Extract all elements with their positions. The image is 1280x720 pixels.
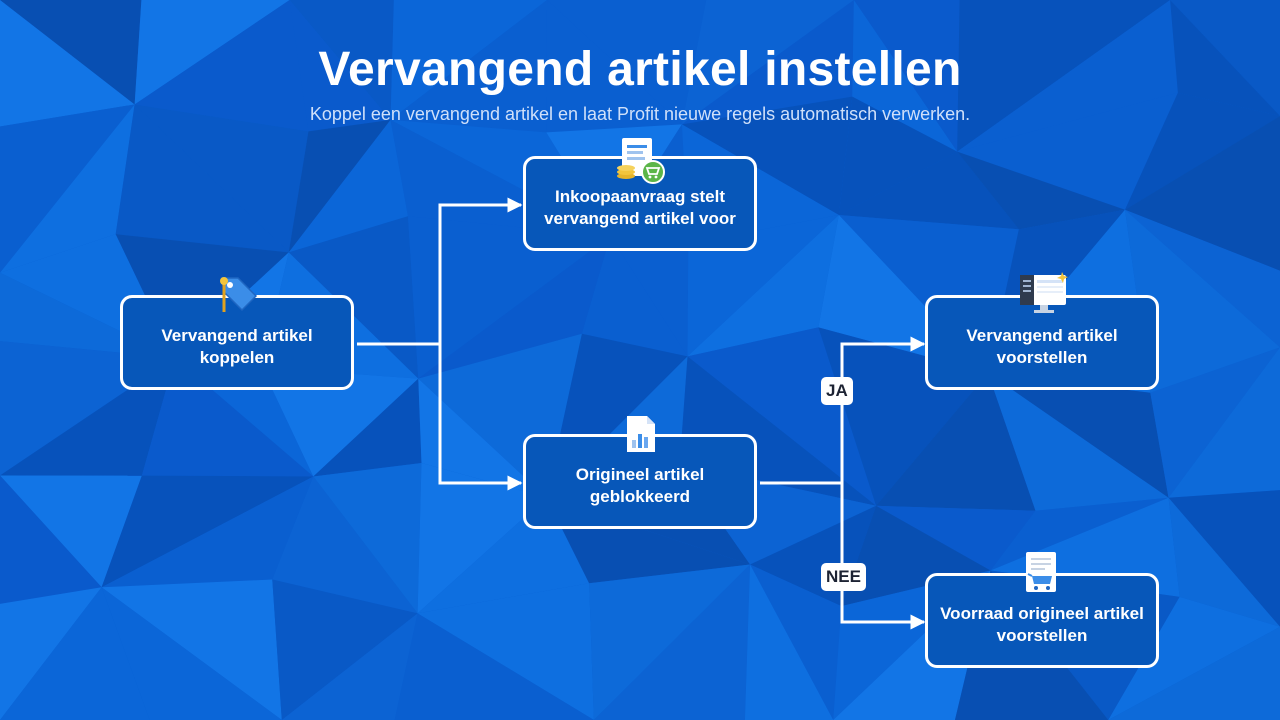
background-triangle (581, 236, 688, 357)
page-title: Vervangend artikel instellen (318, 43, 962, 96)
purchase-request-icon (617, 138, 665, 184)
node-label: Vervangend artikel koppelen (161, 325, 313, 367)
background-triangle (134, 0, 309, 132)
background-triangle (1124, 115, 1280, 271)
background-triangle (681, 0, 854, 125)
background-triangle (1168, 347, 1280, 498)
background-triangle (1124, 92, 1280, 210)
background-triangle (134, 0, 290, 105)
background-triangle (394, 613, 594, 720)
page-subtitle: Koppel een vervangend artikel en laat Pr… (309, 104, 971, 124)
background-triangle (0, 0, 142, 105)
background-triangle (261, 367, 419, 477)
background-triangle (418, 236, 611, 379)
arrow-to-inkoop (438, 197, 523, 344)
decision-yes-badge: JA (821, 377, 853, 405)
background-triangle (593, 564, 751, 720)
background-triangle (0, 475, 142, 588)
background-triangle (288, 216, 419, 379)
background-triangle (988, 373, 1169, 511)
background-triangle (289, 0, 391, 132)
background-triangle (313, 378, 422, 477)
background-triangle (744, 564, 834, 720)
node-label: Inkoopaanvraag stelt vervangend artikel … (544, 186, 736, 228)
background-triangle (547, 0, 707, 125)
background-triangle (115, 104, 289, 253)
arrow-to-geblokkeerd (438, 344, 523, 491)
background-triangle (546, 0, 682, 133)
background-triangle (101, 475, 314, 588)
background-triangle (313, 463, 422, 614)
background-triangle (750, 564, 842, 720)
node-label: Vervangend artikel voorstellen (966, 325, 1118, 367)
order-list-cart-icon (1026, 552, 1056, 592)
background-triangle (390, 0, 548, 133)
background-triangle (838, 151, 1019, 230)
background-triangle (957, 92, 1178, 210)
background-triangle (1108, 626, 1280, 720)
node-label: Origineel artikel geblokkeerd (575, 464, 705, 506)
background-triangle (957, 0, 1178, 152)
background-triangle (1124, 209, 1280, 348)
background-triangle (417, 463, 547, 614)
background-triangle (589, 564, 751, 720)
background-triangle (876, 373, 1036, 511)
background-triangle (852, 0, 958, 152)
background-triangle (681, 0, 854, 125)
background-triangle (0, 272, 176, 358)
background-triangle (1150, 347, 1280, 498)
background-triangle (0, 475, 102, 604)
background-triangle (1168, 490, 1280, 627)
background-triangle (288, 119, 391, 253)
background-triangle (417, 583, 594, 720)
decision-no-badge: NEE (821, 563, 866, 591)
background-triangle (1168, 497, 1280, 627)
background-triangle (853, 0, 960, 152)
monitor-icon (1020, 272, 1068, 313)
background-triangle (1124, 209, 1280, 393)
node-label: Voorraad origineel artikel voorstellen (940, 603, 1144, 645)
background-triangle (957, 151, 1125, 230)
background-triangle (272, 476, 418, 614)
background-triangle (1170, 0, 1280, 116)
arrow-ja-to-voorstellen (840, 336, 926, 483)
background-triangle (687, 215, 839, 357)
background-triangle (838, 96, 958, 216)
background-triangle (134, 104, 309, 253)
background-triangle (610, 236, 689, 357)
background-triangle (1108, 596, 1280, 720)
background-triangle (687, 327, 877, 506)
background-triangle (833, 570, 991, 720)
background-triangle (841, 505, 991, 607)
background-triangle (281, 613, 418, 720)
background-triangle (288, 119, 408, 253)
background-triangle (272, 579, 418, 720)
background-triangle (876, 505, 1036, 571)
report-chart-icon (627, 416, 655, 452)
arrow-nee-to-voorraad (840, 483, 926, 630)
background-triangle (101, 587, 282, 720)
background-triangle (957, 0, 1171, 152)
background-triangle (101, 579, 282, 720)
background-triangle (0, 587, 150, 720)
background-triangle (681, 96, 853, 216)
background-triangle (0, 104, 135, 273)
background-triangle (289, 0, 394, 120)
background-triangle (390, 119, 611, 237)
background-triangle (0, 0, 135, 127)
background-triangle (101, 476, 314, 588)
background-triangle (418, 378, 547, 498)
background-triangle (407, 216, 611, 379)
tag-icon (220, 277, 258, 312)
